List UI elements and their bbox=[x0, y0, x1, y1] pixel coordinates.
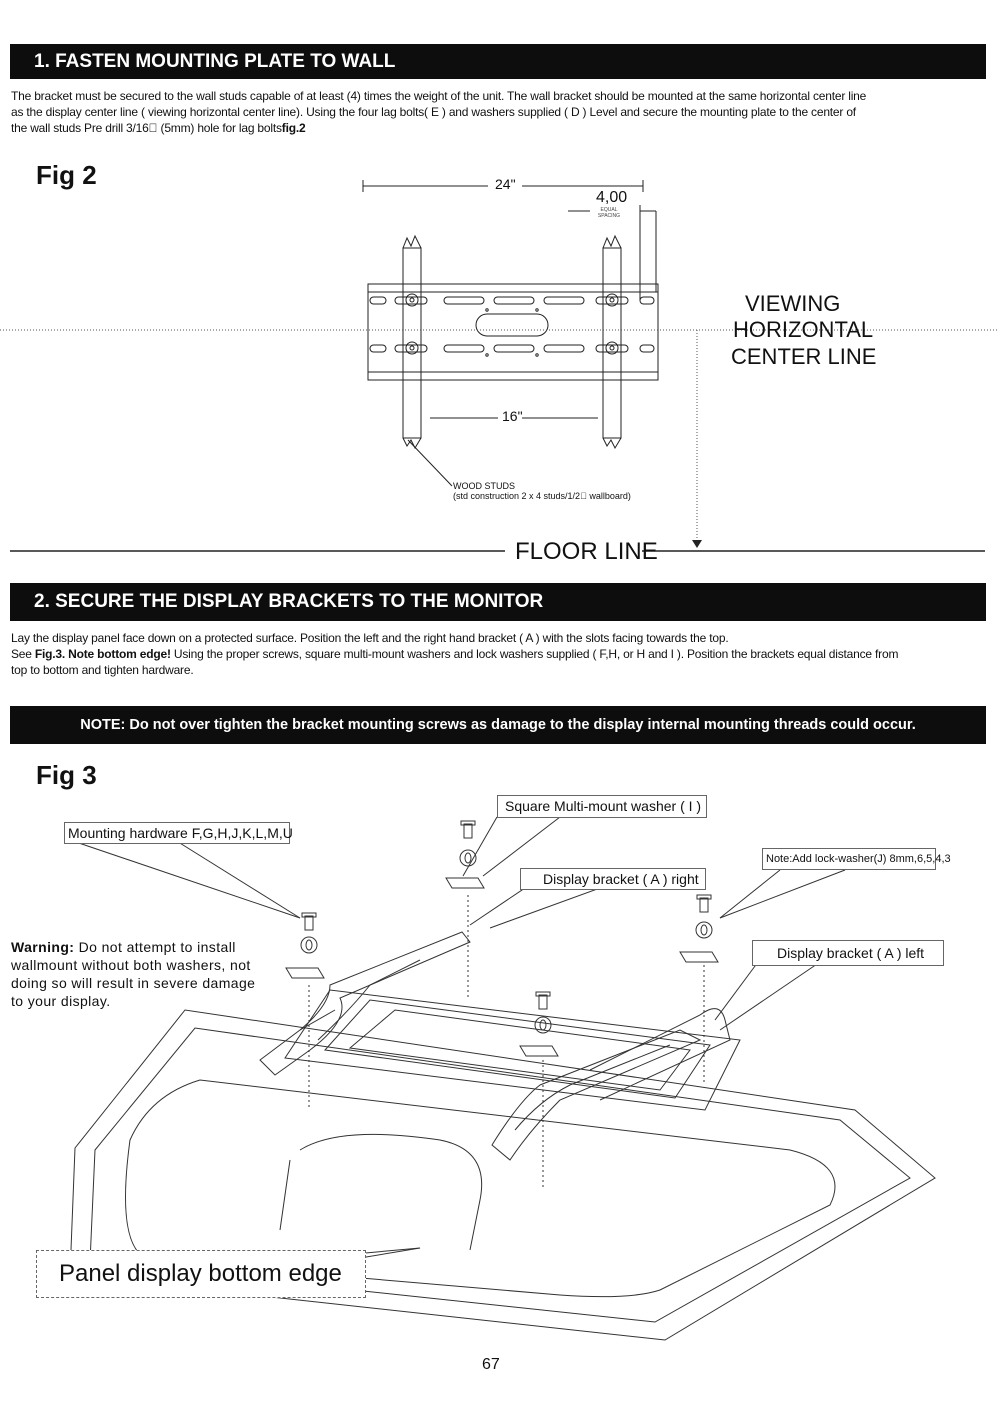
page-number: 67 bbox=[482, 1356, 500, 1373]
warning-line2: wallmount without both washers, not bbox=[11, 957, 251, 973]
fig3-label: Fig 3 bbox=[36, 760, 97, 790]
section2-body: Lay the display panel face down on a pro… bbox=[11, 630, 981, 678]
center-line-label: CENTER LINE bbox=[731, 344, 877, 369]
section1-line3: the wall studs Pre drill 3/16  (5mm) hol… bbox=[11, 120, 991, 136]
warning-line3: doing so will result in severe damage bbox=[11, 975, 256, 991]
section2-line2-start: See bbox=[11, 647, 35, 661]
section1-line3-text: the wall studs Pre drill 3/16  (5mm) hol… bbox=[11, 121, 282, 135]
warning-text: Warning: Do not attempt to install wallm… bbox=[11, 938, 255, 1010]
note-banner: NOTE: Do not over tighten the bracket mo… bbox=[10, 706, 986, 744]
bottom-edge-callout: Panel display bottom edge bbox=[36, 1250, 366, 1298]
warning-label: Warning: bbox=[11, 939, 75, 955]
section2-heading: 2. SECURE THE DISPLAY BRACKETS TO THE MO… bbox=[10, 583, 986, 621]
section1-body: The bracket must be secured to the wall … bbox=[11, 88, 991, 136]
section2-line2-rest: Using the proper screws, square multi-mo… bbox=[170, 647, 899, 661]
section2-line3: top to bottom and tighten hardware. bbox=[11, 663, 194, 677]
section2-line2: See Fig.3. Note bottom edge! Using the p… bbox=[11, 646, 981, 662]
section1-line1: The bracket must be secured to the wall … bbox=[11, 89, 867, 103]
dimension-16-label: 16" bbox=[502, 408, 523, 424]
floor-line-label: FLOOR LINE bbox=[515, 538, 658, 565]
section2-line1: Lay the display panel face down on a pro… bbox=[11, 631, 729, 645]
bracket-right-callout: Display bracket ( A ) right bbox=[520, 868, 706, 890]
square-washer-callout: Square Multi-mount washer ( I ) bbox=[497, 795, 707, 818]
wood-studs-label: WOOD STUDS bbox=[453, 481, 515, 491]
fig2-reference: fig.2 bbox=[281, 121, 306, 135]
dimension-24-label: 24" bbox=[495, 176, 516, 192]
wood-studs-note: (std construction 2 x 4 studs/1/2  wallb… bbox=[453, 491, 631, 501]
bracket-left-callout: Display bracket ( A ) left bbox=[752, 940, 944, 966]
viewing-label: VIEWING bbox=[745, 291, 841, 316]
dimension-spacing-label: 4,00 bbox=[596, 189, 628, 206]
fig2-label: Fig 2 bbox=[36, 160, 97, 190]
warning-line4: to your display. bbox=[11, 993, 111, 1009]
mounting-hardware-callout: Mounting hardware F,G,H,J,K,L,M,U bbox=[64, 822, 293, 844]
warning-line1: Warning: Do not attempt to install bbox=[11, 938, 255, 956]
lock-washer-callout: Note:Add lock-washer(J) 8mm,6,5,4,3 bbox=[762, 848, 951, 870]
warning-line1-text: Do not attempt to install bbox=[74, 939, 236, 955]
fig3-reference: Fig.3. Note bottom edge! bbox=[34, 647, 171, 661]
section1-line2: as the display center line ( viewing hor… bbox=[11, 105, 856, 119]
equal-spacing-label: EQUAL SPACING bbox=[597, 207, 621, 219]
horizontal-label: HORIZONTAL bbox=[733, 317, 874, 342]
section1-heading: 1. FASTEN MOUNTING PLATE TO WALL bbox=[10, 44, 986, 79]
